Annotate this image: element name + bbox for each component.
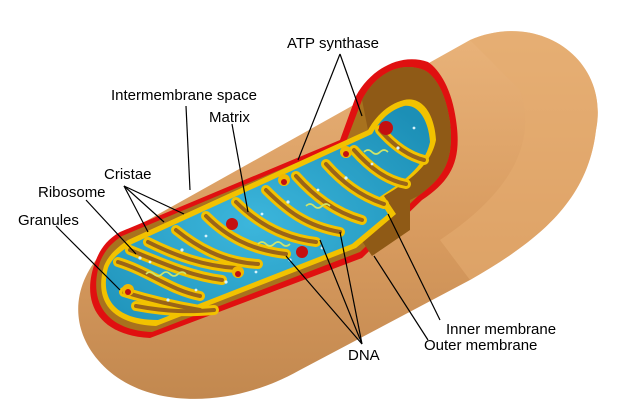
granules <box>122 146 352 296</box>
label-inner-membrane: Inner membrane <box>446 321 556 338</box>
label-atp-synthase: ATP synthase <box>287 35 379 52</box>
label-ribosome: Ribosome <box>38 184 106 201</box>
label-matrix: Matrix <box>209 109 250 126</box>
label-intermembrane-space: Intermembrane space <box>111 87 257 104</box>
label-dna: DNA <box>348 347 380 364</box>
leader-lines <box>55 53 441 345</box>
label-outer-membrane: Outer membrane <box>424 337 537 354</box>
matrix-region <box>105 105 431 320</box>
label-cristae: Cristae <box>104 166 152 183</box>
matrix-granules <box>226 121 393 258</box>
body-shading <box>440 31 598 281</box>
dna-strands <box>145 149 389 277</box>
label-granules: Granules <box>18 212 79 229</box>
